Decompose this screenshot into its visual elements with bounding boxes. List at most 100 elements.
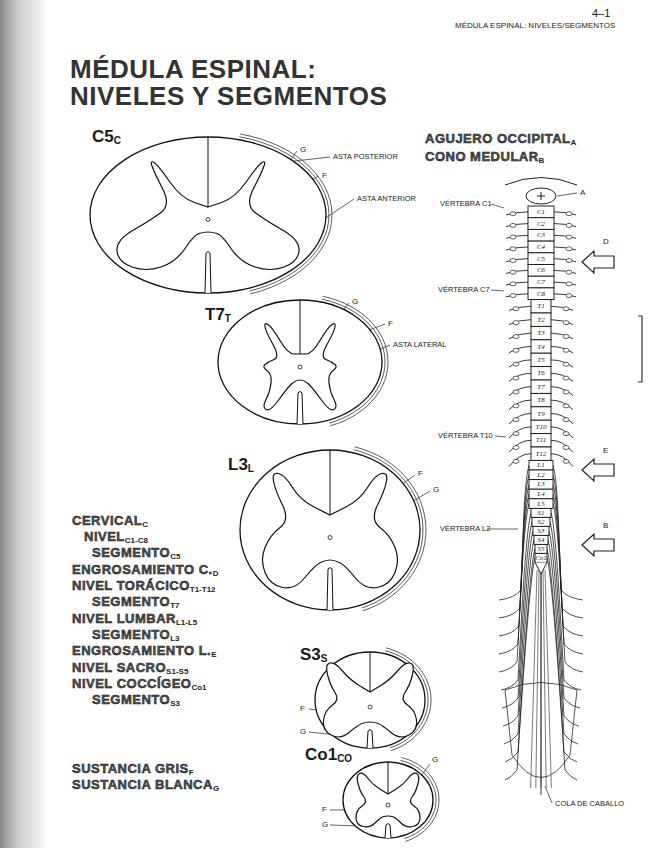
ganglion xyxy=(513,404,519,408)
callout-letter: A xyxy=(580,189,585,197)
key-term-group: SEGMENTOT7 xyxy=(92,595,180,610)
key-term-group: SUSTANCIA BLANCAG xyxy=(72,778,219,793)
spinal-nerve xyxy=(551,320,573,325)
cord-segment xyxy=(531,420,551,433)
cord-segment xyxy=(528,229,554,241)
white-matter-outline xyxy=(218,300,382,424)
key-term-group: CERVICALC xyxy=(72,514,148,529)
callout-letter: G xyxy=(352,298,358,306)
key-term: SEGMENTO xyxy=(92,692,170,707)
level-label-group: Co1CO xyxy=(305,746,352,764)
ganglion xyxy=(566,223,572,227)
spinal-nerve xyxy=(551,306,573,310)
white-matter-outline xyxy=(90,137,326,293)
subscript-letter: A xyxy=(571,138,577,147)
segment-label: C3 xyxy=(537,232,545,239)
ganglion xyxy=(510,259,516,263)
subscript-letter: S1-S5 xyxy=(166,667,188,676)
segment-label: T3 xyxy=(537,330,544,337)
level-label-group: T7T xyxy=(205,306,231,324)
vertebra-label: VÉRTEBRA L2 xyxy=(440,525,490,533)
spinal-nerve xyxy=(554,247,576,250)
key-term-group: ENGROSAMIENTO L.E xyxy=(72,644,217,659)
cord-segment xyxy=(529,460,553,470)
ganglion xyxy=(563,432,569,436)
structure-label: ASTA ANTERIOR xyxy=(357,195,416,203)
spinal-nerve xyxy=(551,347,573,353)
white-matter-outline xyxy=(240,450,420,610)
spinal-nerve xyxy=(554,235,576,238)
cord-segment xyxy=(531,393,551,406)
spinal-nerve xyxy=(551,373,573,381)
posterior-septum xyxy=(370,652,371,692)
lumbosacral-root xyxy=(505,558,535,780)
anterior-fissure xyxy=(367,730,373,749)
key-term-group: SEGMENTOC5 xyxy=(92,546,180,561)
segment-label: C1 xyxy=(537,208,545,215)
ganglion xyxy=(510,247,516,251)
lumbosacral-root xyxy=(504,540,534,744)
segment-label: C4 xyxy=(537,244,545,251)
segment-label: C6 xyxy=(537,267,545,274)
cord-segment xyxy=(529,489,553,499)
ganglion xyxy=(563,335,569,339)
subscript-letter: C1-C8 xyxy=(125,536,148,545)
ganglion xyxy=(566,212,572,216)
spinal-nerve xyxy=(506,224,528,227)
subscript-letter: L xyxy=(248,463,254,474)
key-term: NIVEL SACRO xyxy=(72,660,166,675)
segment-label: S5 xyxy=(538,545,545,552)
ganglion xyxy=(510,235,516,239)
subscript-letter: S xyxy=(321,653,328,664)
key-term: SEGMENTO xyxy=(92,545,170,560)
page-number: 4–1 xyxy=(592,8,610,19)
key-term: SEGMENTO xyxy=(92,594,170,609)
ganglion xyxy=(566,294,572,298)
subscript-letter: E xyxy=(211,650,216,659)
segment-label: T11 xyxy=(536,437,546,444)
spinal-nerve xyxy=(509,427,531,438)
segment-label: L4 xyxy=(537,491,544,498)
callout-letter: F xyxy=(300,705,305,713)
segment-label: C2 xyxy=(537,220,545,227)
segment-label: L3 xyxy=(537,481,544,488)
subscript-letter: F xyxy=(189,768,194,777)
level-label-group: S3S xyxy=(300,646,327,664)
segment-label: C8 xyxy=(537,290,545,297)
segment-label: T12 xyxy=(536,450,547,457)
spinal-nerve xyxy=(509,440,531,452)
callout-letter: D xyxy=(603,238,609,246)
spinal-nerve xyxy=(551,333,573,339)
spinal-nerve xyxy=(554,224,576,227)
segment-label: T7 xyxy=(537,383,544,390)
ganglion xyxy=(513,459,519,463)
subscript-letter: S3 xyxy=(170,699,180,708)
callout-letter: F xyxy=(418,470,423,478)
key-term: NIVEL TORÁCICO xyxy=(72,578,190,593)
central-canal xyxy=(386,803,390,807)
spinal-nerve xyxy=(551,360,573,367)
ganglion xyxy=(513,321,519,325)
cord-segment xyxy=(531,313,551,326)
segment-label: L2 xyxy=(537,471,544,478)
anterior-fissure xyxy=(297,391,303,424)
spinal-nerve xyxy=(509,320,531,325)
subscript-letter: CO xyxy=(337,753,352,764)
spinal-nerve xyxy=(509,454,531,467)
segment-label: S1 xyxy=(538,509,545,516)
key-term: NIVEL xyxy=(84,529,125,544)
ganglion xyxy=(563,390,569,394)
key-term-group: NIVEL SACROS1-S5 xyxy=(72,661,188,676)
callout-letter: E xyxy=(603,447,608,455)
ganglion xyxy=(563,446,569,450)
structure-label: ASTA POSTERIOR xyxy=(333,153,398,161)
level-label-group: C5C xyxy=(92,128,121,146)
ganglion xyxy=(510,294,516,298)
callout-letter: B xyxy=(603,522,608,530)
subscript-letter: C xyxy=(142,520,148,529)
spinal-nerve xyxy=(551,454,573,467)
cord-segment xyxy=(529,470,553,480)
central-canal xyxy=(328,536,332,540)
spinal-nerve xyxy=(554,282,576,285)
callout-letter: G xyxy=(300,146,306,154)
